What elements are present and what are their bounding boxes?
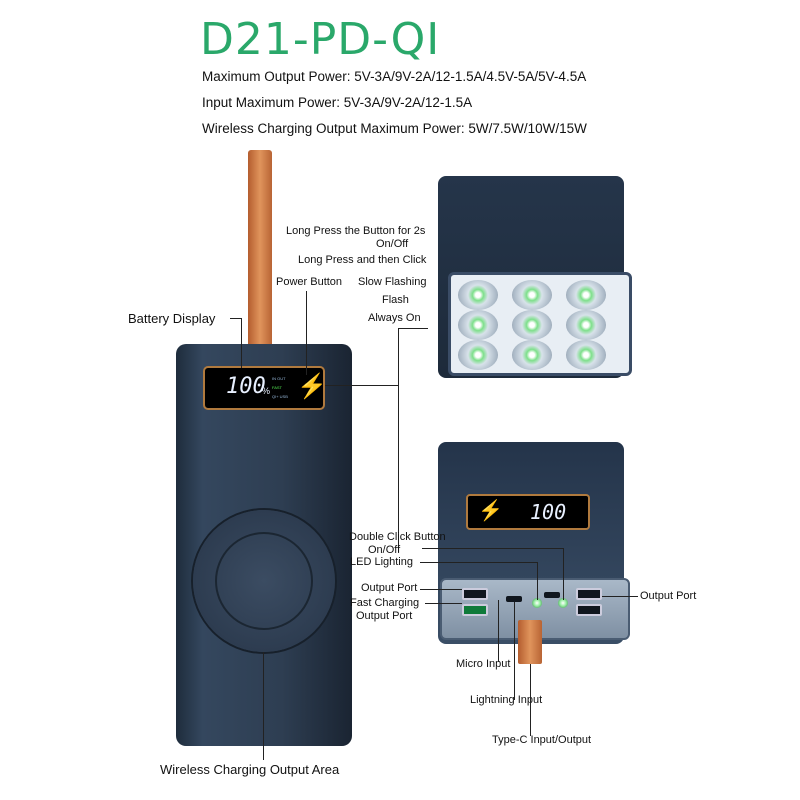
- led-bulb-4: [458, 310, 498, 340]
- label-long-press-click: Long Press and then Click: [298, 254, 427, 266]
- product-title: D21-PD-QI: [200, 14, 441, 65]
- led-bulb-6: [566, 310, 606, 340]
- double-click-button[interactable]: [558, 598, 568, 608]
- battery-display: [203, 366, 325, 410]
- battery-digits: 100: [226, 374, 266, 399]
- led-bulb-2: [512, 280, 552, 310]
- battery-percent-sign: %: [262, 386, 271, 396]
- label-fast-charging: Fast Charging: [350, 597, 420, 609]
- label-typec: Type-C Input/Output: [492, 734, 592, 746]
- lightning-input-port[interactable]: [544, 592, 560, 598]
- label-double-click: Double Click Button: [349, 531, 446, 543]
- label-power-button: Power Button: [276, 276, 343, 288]
- typec-cable: [518, 620, 542, 664]
- label-output-port-right: Output Port: [640, 590, 697, 602]
- label-always-on: Always On: [368, 312, 421, 324]
- lightning-bolt-icon: ⚡: [297, 373, 327, 400]
- led-bulb-3: [566, 280, 606, 310]
- fast-charging-port[interactable]: [462, 604, 488, 616]
- lanyard-strap: [248, 150, 272, 350]
- label-flash: Flash: [382, 294, 409, 306]
- wireless-charging-ring: [215, 532, 313, 630]
- label-micro-input: Micro Input: [456, 658, 511, 670]
- led-bulb-9: [566, 340, 606, 370]
- display-small-text-2: FAST: [272, 385, 283, 390]
- spec-input-max: Input Maximum Power: 5V-3A/9V-2A/12-1.5A: [202, 95, 473, 110]
- label-output-port-left: Output Port: [361, 582, 418, 594]
- micro-input-port[interactable]: [506, 596, 522, 602]
- port-lightning-bolt-icon: ⚡: [478, 500, 503, 522]
- label-flash-on-off: On/Off: [376, 238, 409, 250]
- label-long-press: Long Press the Button for 2s: [286, 225, 426, 237]
- usb-output-port-right-2[interactable]: [576, 604, 602, 616]
- display-small-text-1: IN OUT: [272, 376, 286, 381]
- label-slow-flashing: Slow Flashing: [358, 276, 427, 288]
- led-bulb-1: [458, 280, 498, 310]
- spec-max-output: Maximum Output Power: 5V-3A/9V-2A/12-1.5…: [202, 69, 587, 84]
- led-bulb-5: [512, 310, 552, 340]
- led-light-indicator: [532, 598, 542, 608]
- usb-output-port-right-1[interactable]: [576, 588, 602, 600]
- port-side-display: [466, 494, 590, 530]
- label-fast-charging-port: Output Port: [356, 610, 413, 622]
- label-wireless-area: Wireless Charging Output Area: [160, 762, 340, 777]
- display-small-text-3: QI+ USB: [272, 394, 288, 399]
- port-display-digits: 100: [530, 500, 567, 524]
- label-battery-display: Battery Display: [128, 311, 216, 326]
- usb-output-port-left[interactable]: [462, 588, 488, 600]
- led-bulb-7: [458, 340, 498, 370]
- label-lightning-input: Lightning Input: [470, 694, 543, 706]
- label-led-lighting: LED Lighting: [350, 556, 413, 568]
- label-port-on-off: On/Off: [368, 544, 401, 556]
- spec-wireless-output: Wireless Charging Output Maximum Power: …: [202, 121, 587, 136]
- led-bulb-8: [512, 340, 552, 370]
